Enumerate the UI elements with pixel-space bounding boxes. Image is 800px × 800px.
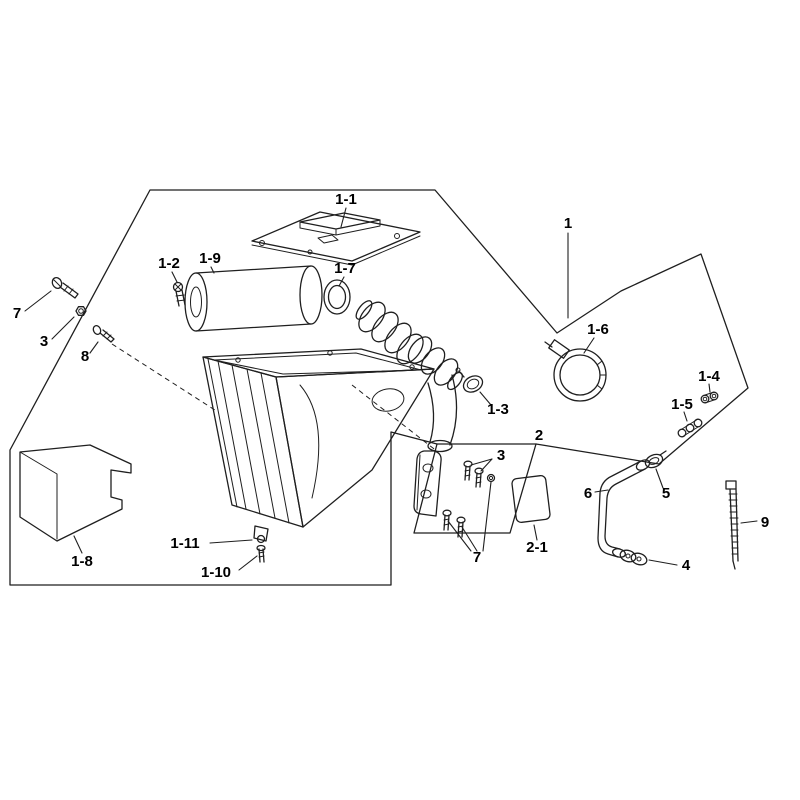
mount-nut-left [75,306,87,316]
cable-tie [725,480,739,570]
wire-clip [700,391,719,404]
label-1-5: 1-5 [671,396,693,413]
label-5: 5 [662,485,670,502]
dashed-assembly-line-right [351,384,439,453]
cover-screw [172,281,186,307]
bellows-duct-lower [407,336,463,453]
label-2: 2 [535,427,543,444]
filter-element [184,265,323,332]
bellows-duct-upper [355,300,424,365]
heat-shield [19,444,132,542]
label-9: 9 [761,514,769,531]
rubber-pad-2-1 [511,475,551,523]
part-labels: 1 1-1 1-2 1-9 1-7 7 3 8 1-6 1-3 1-4 1-5 … [13,191,769,581]
mount-screw-left [51,277,79,299]
bracket-bolts-3 [463,460,484,488]
label-1-9: 1-9 [199,250,221,267]
label-8: 8 [81,348,89,365]
drain-tube [597,459,651,558]
label-3-left: 3 [40,333,48,350]
label-4: 4 [682,557,691,574]
air-cleaner-housing [202,348,435,542]
label-1: 1 [564,215,572,232]
duct-clamp [455,367,484,393]
intake-seal-ring [323,279,351,315]
label-7-left: 7 [13,305,21,322]
dashed-assembly-line-left [111,343,219,413]
label-1-1: 1-1 [335,191,357,208]
air-cleaner-cover [251,211,421,266]
label-1-10: 1-10 [201,564,231,581]
label-1-11: 1-11 [170,535,199,552]
label-1-8: 1-8 [71,553,93,570]
sub-group-2-boundary [413,443,537,534]
label-2-1: 2-1 [526,539,548,556]
label-3-right: 3 [497,447,505,464]
label-7-bottom: 7 [473,549,481,566]
bracket-bolts-7 [442,473,496,538]
tube-clamp [619,549,648,566]
leader-lines [24,207,758,571]
label-1-3: 1-3 [487,401,509,418]
label-1-7: 1-7 [334,260,356,277]
drain-bolt [256,534,266,563]
label-1-4: 1-4 [698,368,720,385]
joint-links [677,418,703,438]
hose-clamp [544,339,607,402]
drain-spout [253,525,269,542]
fitting-8 [92,325,115,343]
label-1-6: 1-6 [587,321,609,338]
label-1-2: 1-2 [158,255,180,272]
mount-bracket-plate [413,450,442,517]
label-6: 6 [584,485,592,502]
